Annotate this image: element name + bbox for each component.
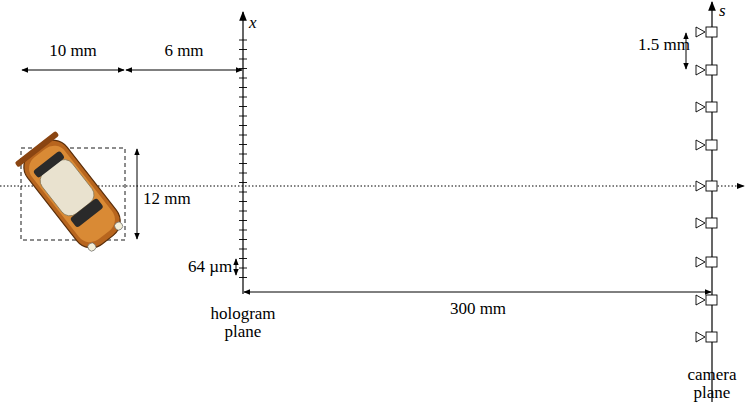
camera-lens xyxy=(696,257,705,267)
plane-label: hologram plane xyxy=(193,305,293,341)
dimension-line xyxy=(137,149,138,239)
camera-body xyxy=(706,295,717,305)
tick xyxy=(239,154,247,155)
dimension-label: 12 mm xyxy=(141,190,193,208)
tick xyxy=(239,249,247,250)
camera-body xyxy=(706,257,717,267)
tick xyxy=(239,201,247,202)
axis-label: s xyxy=(719,2,726,20)
tick xyxy=(239,163,247,164)
tick xyxy=(239,277,247,278)
dimension-line xyxy=(126,70,242,71)
camera-lens xyxy=(696,65,705,75)
car-illustration xyxy=(15,131,129,256)
tick xyxy=(239,144,247,145)
camera-body xyxy=(706,65,717,75)
tick xyxy=(239,49,247,50)
dimension-label: 1.5 mm xyxy=(638,36,690,54)
tick xyxy=(239,220,247,221)
camera-body xyxy=(706,218,717,228)
pixel-ticks xyxy=(239,40,247,278)
tick xyxy=(239,106,247,107)
camera-lens xyxy=(696,102,705,112)
tick xyxy=(239,68,247,69)
tick xyxy=(239,59,247,60)
dimension-line xyxy=(22,70,124,71)
tick xyxy=(239,268,247,269)
tick xyxy=(239,258,247,259)
camera-lens xyxy=(696,181,705,191)
dimension-line xyxy=(236,259,237,275)
camera-body xyxy=(706,140,717,150)
dimension-label: 6 mm xyxy=(164,42,203,60)
tick xyxy=(239,78,247,79)
camera-lens xyxy=(696,218,705,228)
camera-lens xyxy=(696,140,705,150)
tick xyxy=(239,211,247,212)
tick xyxy=(239,97,247,98)
tick xyxy=(239,182,247,183)
tick xyxy=(239,173,247,174)
camera-lens xyxy=(696,332,705,342)
tick xyxy=(239,239,247,240)
camera-body xyxy=(706,102,717,112)
tick xyxy=(239,116,247,117)
tick xyxy=(239,230,247,231)
tick xyxy=(239,87,247,88)
camera-body xyxy=(706,332,717,342)
dimension-label: 10 mm xyxy=(49,42,97,60)
axis-label: x xyxy=(249,14,257,32)
hologram-axis xyxy=(242,12,243,294)
tick xyxy=(239,125,247,126)
dimension-label: 64 µm xyxy=(188,258,232,276)
camera-lens xyxy=(696,27,705,37)
dimension-label: 300 mm xyxy=(450,300,506,318)
tick xyxy=(239,135,247,136)
plane-label: camera plane xyxy=(677,366,747,402)
tick xyxy=(239,40,247,41)
dimension-line xyxy=(244,292,711,293)
camera-lens xyxy=(696,295,705,305)
tick xyxy=(239,192,247,193)
camera-body xyxy=(706,27,717,37)
optical-axis xyxy=(0,186,744,187)
camera-array xyxy=(696,27,717,342)
camera-body xyxy=(706,181,717,191)
